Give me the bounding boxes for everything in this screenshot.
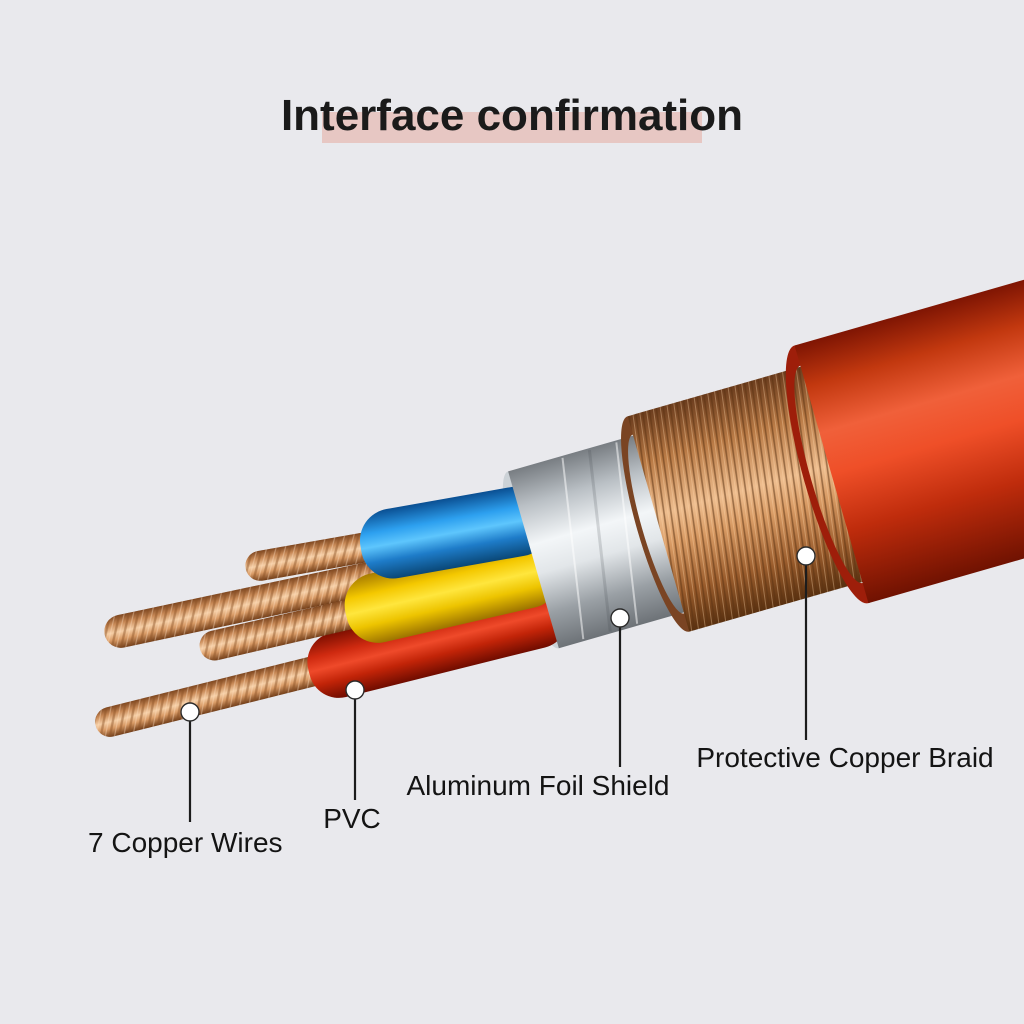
foil-seam-shadow: [587, 449, 612, 632]
callout-aluminum-foil-shield: Aluminum Foil Shield: [407, 608, 670, 801]
strand-twist-texture: [199, 596, 376, 661]
callout-protective-copper-braid: Protective Copper Braid: [696, 546, 994, 773]
label-copper-wires: 7 Copper Wires: [88, 827, 283, 858]
title-highlight-bar: [322, 112, 702, 143]
strand-twist-texture: [245, 531, 386, 581]
anchor-dot-braid: [796, 546, 816, 566]
anchor-dot-copper-wires: [180, 702, 200, 722]
page-title-group: Interface confirmation: [281, 91, 743, 143]
pvc-jacket-layer: [785, 251, 1024, 604]
cable-illustration: [95, 251, 1024, 737]
anchor-dot-pvc: [345, 680, 365, 700]
callout-pvc: PVC: [323, 680, 381, 834]
callout-copper-wires: 7 Copper Wires: [88, 702, 283, 858]
wire-blue-insulation: [359, 486, 552, 579]
copper-strand-tail-hidden: [104, 558, 404, 648]
foil-seam: [615, 442, 639, 624]
jacket-body: [794, 251, 1024, 604]
wire-yellow-insulation: [344, 538, 561, 643]
label-protective-copper-braid: Protective Copper Braid: [696, 742, 993, 773]
page-title: Interface confirmation: [281, 91, 743, 140]
wire-yellow-assembly: [199, 538, 561, 661]
label-pvc: PVC: [323, 803, 381, 834]
foil-seam: [561, 457, 585, 640]
anchor-dot-foil: [610, 608, 630, 628]
label-aluminum-foil-shield: Aluminum Foil Shield: [407, 770, 670, 801]
strand-twist-texture: [104, 558, 404, 648]
strand-twist-texture: [95, 654, 334, 737]
wire-blue-assembly: [245, 486, 552, 581]
